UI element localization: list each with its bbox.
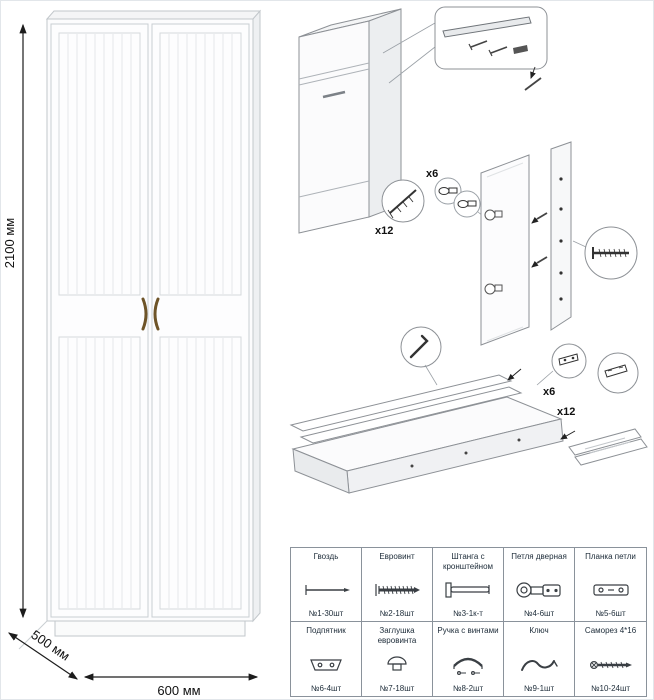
part-qty: №2-18шт [379,609,415,618]
key-callout [400,326,442,386]
hanging-rod-icon [441,577,495,603]
bracket-x12-callout: x12 [557,352,639,418]
carcass-diagram [298,8,402,234]
part-name: Штанга с кронштейном [442,552,494,571]
euro-screw-icon [370,577,424,603]
part-qty: №1-30шт [308,609,344,618]
wardrobe-body [18,9,262,650]
right-door-handle [153,297,160,331]
part-qty: №4-6шт [523,609,555,618]
plinth [54,620,246,637]
wardrobe-front-view: 2100 мм 500 мм 600 мм [2,9,262,698]
door-screws [531,212,548,268]
part-name: Ручка с винтами [437,626,499,635]
parts-cell-screw: Саморез 4*16 №10-24шт [575,622,646,696]
key-icon [512,652,566,678]
parts-cell-hinge-plate: Планка петли №5-6шт [575,548,646,622]
part-qty: №6-4шт [310,684,342,693]
door-hinge-icon [512,577,566,603]
width-dimension-label: 600 мм [157,683,200,698]
screw-x12-callout: x12 [375,179,425,237]
bracket-x6-callout: x6 [536,343,587,398]
parts-cell-screw-cap: Заглушка евровинта №7-18шт [362,622,433,696]
part-name: Ключ [529,626,549,635]
parts-cell-euroscrew: Евровинт №2-18шт [362,548,433,622]
assembly-exploded-view: x12 x6 [289,6,648,494]
bracket-x6-label: x6 [543,386,555,398]
part-qty: №8-2шт [452,684,484,693]
parts-cell-key: Ключ №9-1шт [504,622,575,696]
part-qty: №3-1к-т [453,609,483,618]
part-name: Евровинт [379,552,415,561]
hinge-x6-callout: x6 [426,168,489,221]
height-dimension-label: 2100 мм [2,218,17,268]
parts-cell-nail: Гвоздь №1-30шт [291,548,362,622]
part-qty: №9-1шт [523,684,555,693]
screw-x12-label: x12 [375,225,393,237]
screw-cap-icon [370,652,424,678]
hinge-x6-label: x6 [426,168,438,180]
width-dimension: 600 мм [83,673,259,698]
left-door-handle [141,297,148,331]
part-name: Петля дверная [511,552,567,561]
side-panel-diagram [550,141,572,331]
foot-pad-icon [299,652,353,678]
height-dimension: 2100 мм [2,23,27,619]
parts-table: Гвоздь №1-30шт Евровинт №2-18шт [290,547,647,697]
part-qty: №10-24шт [590,684,631,693]
right-door [151,23,250,618]
rail-detail-callout [382,6,548,91]
handle-with-screws-icon [441,652,495,678]
part-name: Саморез 4*16 [584,626,637,635]
part-qty: №7-18шт [379,684,415,693]
left-door [50,23,149,618]
part-qty: №5-6шт [595,609,626,618]
parts-cell-handle: Ручка с винтами №8-2шт [433,622,504,696]
hinge-plate-icon [584,577,638,603]
part-name: Гвоздь [313,552,339,561]
part-name: Подпятник [306,626,346,635]
callout-arrow [530,66,536,79]
part-name: Заглушка евровинта [377,626,417,645]
part-name: Планка петли [585,552,636,561]
euroscrew-callout [572,226,638,280]
parts-cell-foot-pad: Подпятник №6-4шт [291,622,362,696]
nail-icon [299,577,353,603]
sheet-stack [568,428,648,466]
parts-cell-hinge: Петля дверная №4-6шт [504,548,575,622]
self-tapping-screw-icon [584,652,638,678]
screws-x12-label: x12 [557,406,575,418]
parts-cell-rod: Штанга с кронштейном №3-1к-т [433,548,504,622]
base-panels-diagram [289,368,576,494]
door-panel-diagram [480,154,530,346]
